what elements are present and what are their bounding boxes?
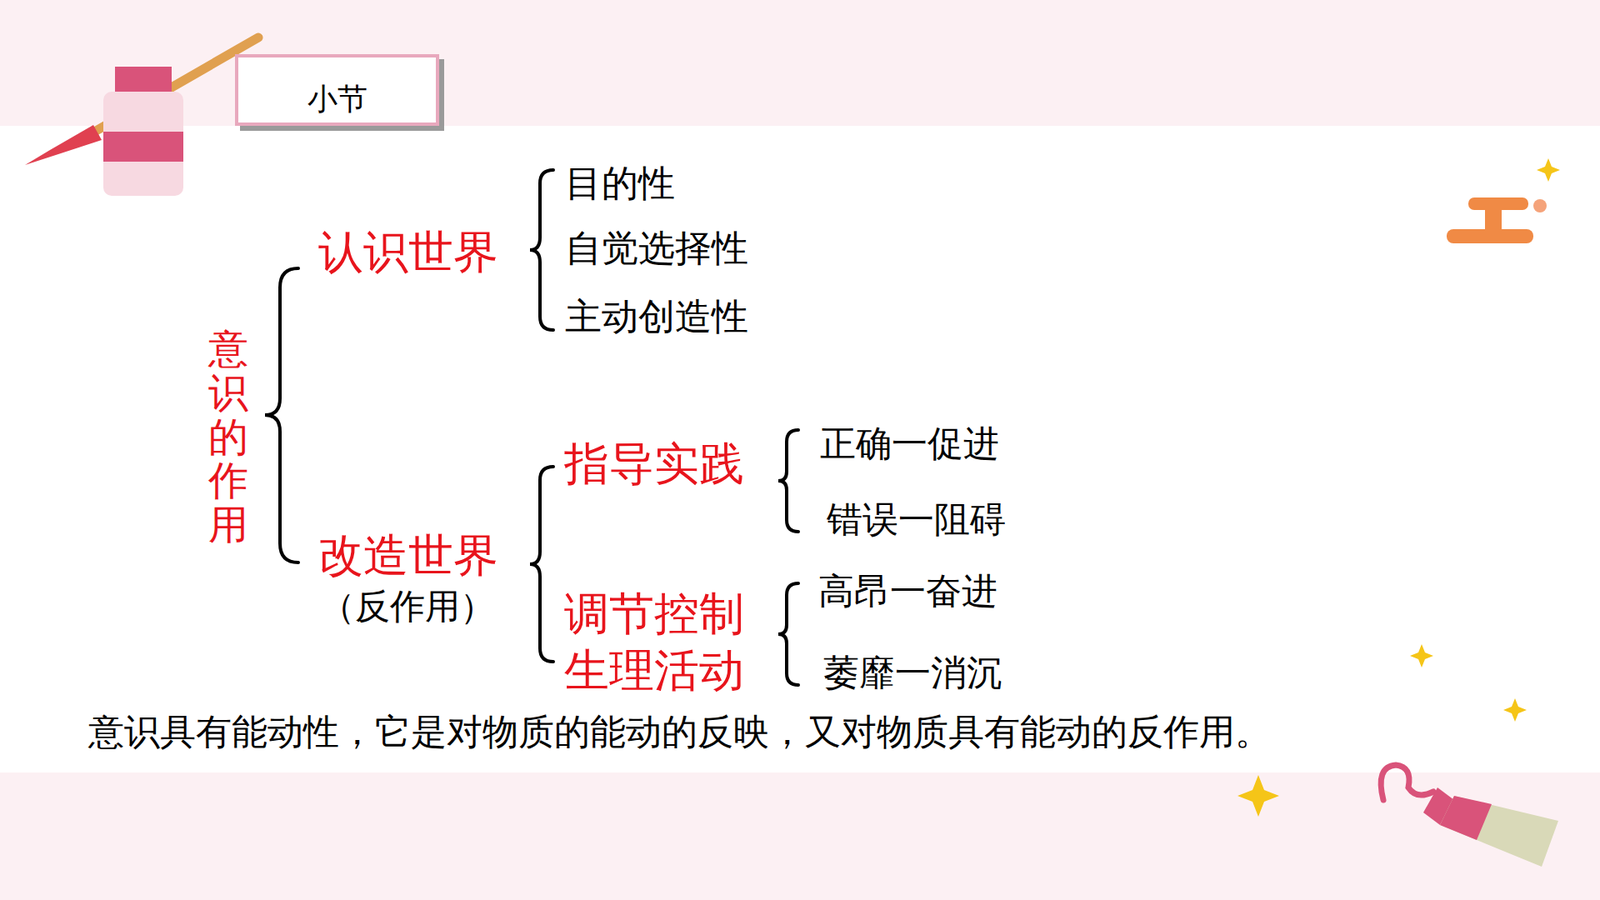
bottom-band bbox=[0, 772, 1600, 900]
brace bbox=[530, 170, 554, 330]
leaf-label: 目的性 bbox=[565, 161, 675, 206]
leaf-label: 萎靡一消沉 bbox=[823, 651, 1003, 695]
section-title: 小节 bbox=[307, 82, 368, 116]
branch-label: 认识世界 bbox=[318, 225, 499, 280]
branch-label: 改造世界 bbox=[318, 529, 499, 584]
leaf-label: 正确一促进 bbox=[820, 422, 1000, 466]
note-label: （反作用） bbox=[320, 585, 495, 628]
brace bbox=[778, 430, 799, 532]
leaf-label: 主动创造性 bbox=[565, 295, 749, 340]
leaf-label: 错误一阻碍 bbox=[826, 498, 1006, 542]
brace bbox=[778, 583, 799, 685]
brace bbox=[265, 268, 299, 563]
branch-label: 指导实践 bbox=[564, 437, 745, 492]
summary-sentence: 意识具有能动性，它是对物质的能动的反映，又对物质具有能动的反作用。 bbox=[88, 710, 1271, 755]
section-box: 小节 bbox=[235, 54, 440, 126]
brush-tip bbox=[25, 125, 102, 165]
leaf-label: 高昂一奋进 bbox=[818, 570, 998, 614]
bottle-label bbox=[103, 131, 184, 162]
bottle-body bbox=[103, 91, 184, 196]
orange-icon bbox=[1446, 197, 1547, 244]
bottle-cap bbox=[115, 66, 172, 94]
sparkles bbox=[1237, 158, 1560, 817]
leaf-label: 自觉选择性 bbox=[565, 226, 749, 271]
vertical-heading: 意识的作用 bbox=[208, 326, 249, 547]
paint-tube bbox=[1380, 765, 1559, 867]
brace bbox=[530, 466, 554, 662]
branch-label: 调节控制 生理活动 bbox=[564, 585, 749, 699]
